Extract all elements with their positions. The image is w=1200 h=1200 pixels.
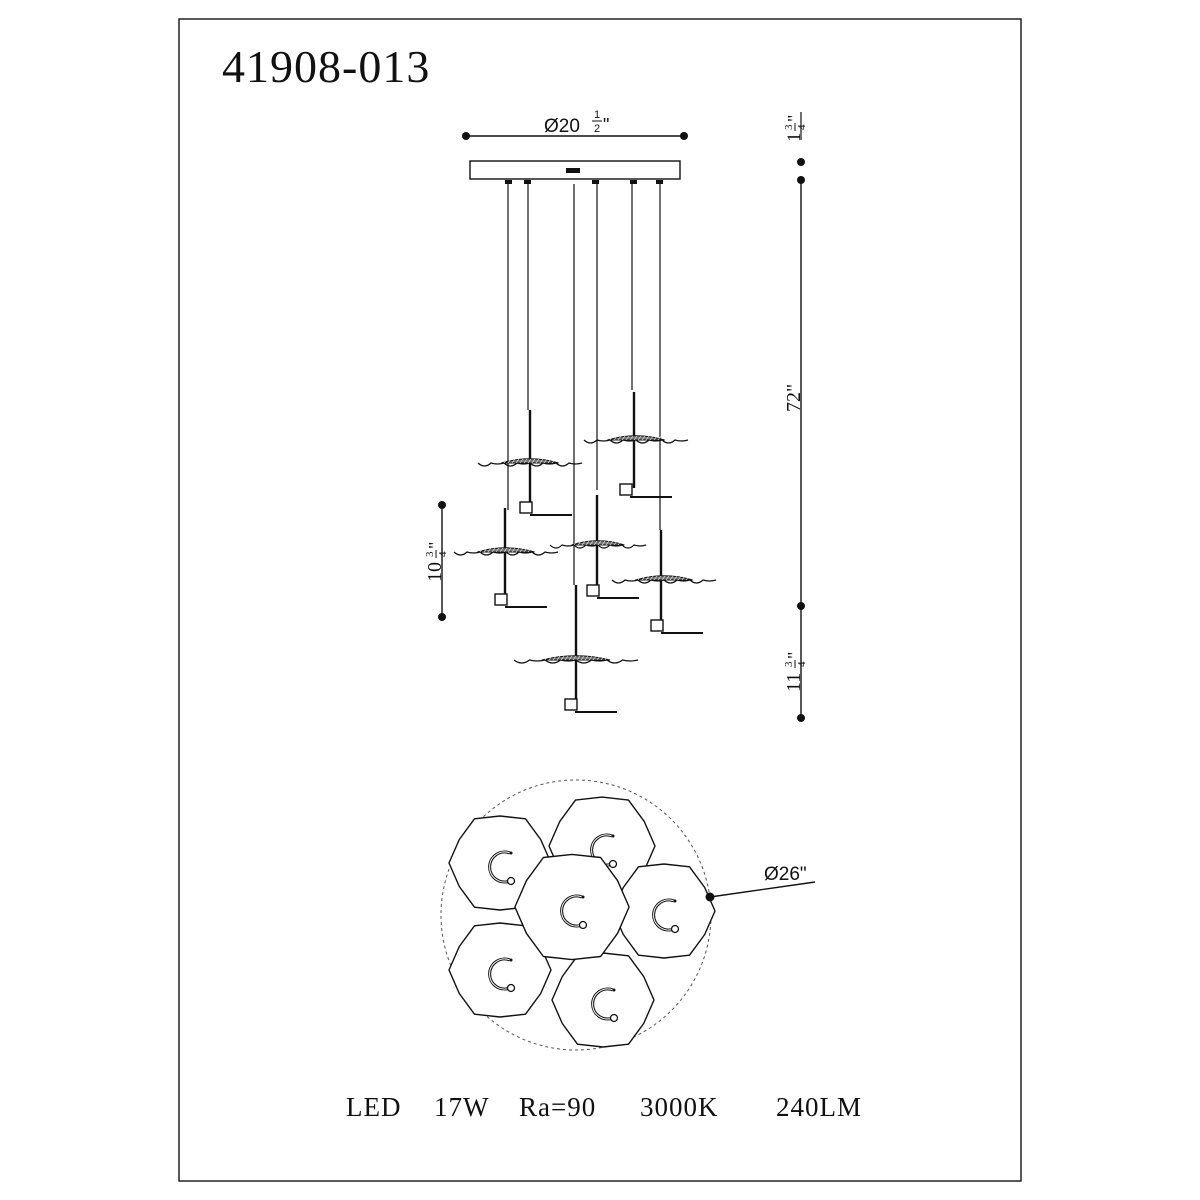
svg-text:3: 3 bbox=[783, 661, 795, 667]
spec-wattage: 17W bbox=[434, 1092, 490, 1122]
ceiling-canopy-icon bbox=[469, 160, 681, 184]
socket-arm-icon bbox=[650, 619, 703, 634]
plan-leaf-icon bbox=[551, 952, 655, 1048]
c-hook-socket-icon bbox=[488, 957, 516, 993]
leaf-shade-pendant-icon bbox=[611, 575, 717, 634]
c-hook-socket-icon bbox=[488, 850, 516, 886]
overall-drop-label: 72" bbox=[783, 384, 805, 412]
svg-text:1: 1 bbox=[784, 133, 805, 143]
leaf-shade-pendant-icon bbox=[477, 458, 583, 516]
canopy-height-label: 1 3 4 " bbox=[783, 115, 808, 142]
leaf-shade-pendant-icon bbox=[583, 435, 689, 498]
leaf-shade-pendant-icon bbox=[549, 540, 647, 599]
plan-leaf-icon bbox=[448, 922, 552, 1018]
svg-text:": " bbox=[784, 115, 804, 122]
spec-lumens: 240LM bbox=[776, 1092, 862, 1122]
pendant-shades bbox=[453, 435, 717, 713]
svg-text:2: 2 bbox=[594, 123, 600, 135]
canopy-diameter-label: Ø20 bbox=[544, 116, 580, 137]
c-hook-socket-icon bbox=[652, 898, 680, 934]
socket-arm-icon bbox=[619, 483, 672, 498]
shade-height-label: 10 3 4 " bbox=[424, 542, 449, 582]
canopy-width-dimension: Ø20 1 2 " bbox=[462, 109, 688, 140]
spec-color-temp: 3000K bbox=[640, 1092, 719, 1122]
spread-diameter-dimension: Ø26" bbox=[705, 864, 816, 902]
svg-text:1: 1 bbox=[594, 109, 600, 121]
socket-arm-icon bbox=[564, 698, 617, 713]
socket-arm-icon bbox=[586, 584, 639, 599]
svg-text:3: 3 bbox=[424, 551, 436, 557]
svg-text:": " bbox=[425, 542, 445, 549]
lowest-section-label: 11 3 4 " bbox=[783, 652, 808, 692]
model-number: 41908-013 bbox=[222, 41, 431, 92]
spread-diameter-label: Ø26" bbox=[764, 864, 807, 885]
c-hook-socket-icon bbox=[591, 987, 619, 1023]
svg-text:": " bbox=[784, 652, 804, 659]
sheet-border bbox=[178, 18, 1022, 1182]
svg-text:4: 4 bbox=[796, 661, 808, 667]
leaf-shade-pendant-icon bbox=[513, 655, 639, 713]
svg-text:72": 72" bbox=[783, 384, 805, 412]
svg-text:4: 4 bbox=[437, 551, 449, 557]
svg-text:": " bbox=[603, 115, 609, 135]
plan-leaf-shades bbox=[448, 796, 716, 1048]
leaf-shade-pendant-icon bbox=[453, 547, 559, 608]
c-hook-socket-icon bbox=[560, 894, 588, 930]
svg-text:10: 10 bbox=[424, 562, 446, 582]
suspension-cords bbox=[503, 184, 663, 705]
svg-text:11: 11 bbox=[783, 673, 805, 692]
svg-text:4: 4 bbox=[796, 124, 808, 130]
shade-height-dimension: 10 3 4 " bbox=[424, 501, 449, 621]
front-elevation: Ø20 1 2 " bbox=[424, 109, 808, 722]
socket-arm-icon bbox=[519, 501, 572, 516]
overall-drop-dimension: 1 3 4 " 72" 11 3 4 " bbox=[783, 112, 808, 722]
plan-view: Ø26" bbox=[440, 779, 816, 1051]
spec-cri: Ra=90 bbox=[519, 1092, 597, 1122]
plan-leaf-icon bbox=[514, 853, 630, 961]
svg-text:3: 3 bbox=[783, 124, 795, 130]
socket-arm-icon bbox=[494, 593, 547, 608]
spec-source: LED bbox=[346, 1092, 402, 1122]
